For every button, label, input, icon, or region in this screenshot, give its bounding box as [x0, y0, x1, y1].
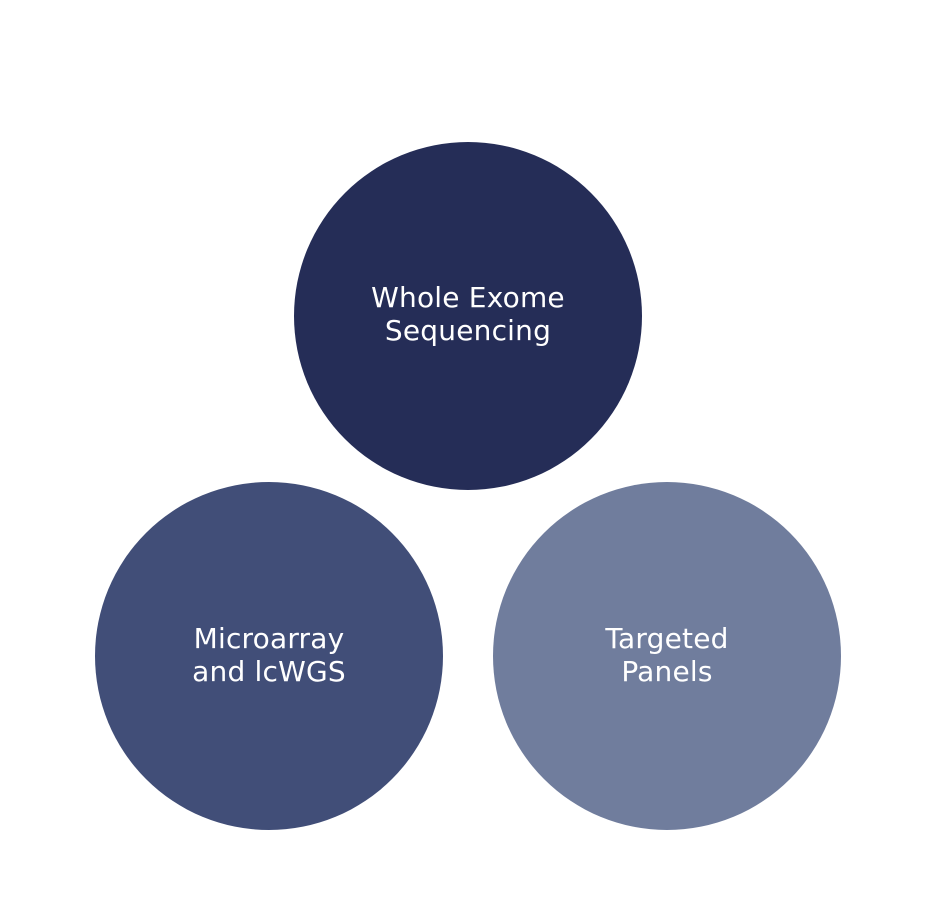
whole-exome-sequencing-circle: Whole Exome Sequencing	[294, 142, 642, 490]
microarray-and-lcwgs-circle: Microarray and lcWGS	[95, 482, 443, 830]
whole-exome-sequencing-line-2: Sequencing	[384, 314, 552, 347]
microarray-and-lcwgs-line-2: and lcWGS	[192, 654, 346, 688]
microarray-and-lcwgs-line-1: Microarray	[193, 621, 345, 655]
microarray-and-lcwgs-label: Microarray and lcWGS	[192, 622, 346, 688]
whole-exome-sequencing-line-1: Whole Exome	[371, 281, 565, 314]
whole-exome-sequencing-label: Whole Exome Sequencing	[371, 281, 565, 347]
targeted-panels-label: Targeted Panels	[605, 622, 728, 688]
targeted-panels-line-2: Panels	[621, 654, 713, 688]
targeted-panels-circle: Targeted Panels	[493, 482, 841, 830]
targeted-panels-line-1: Targeted	[605, 621, 729, 655]
